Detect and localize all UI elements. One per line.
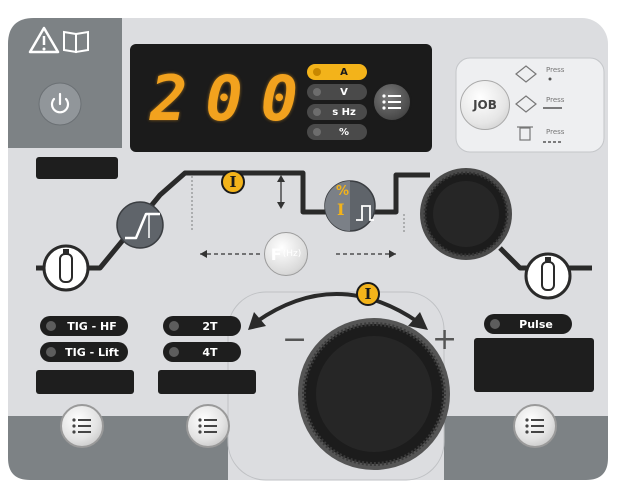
gas-cylinder-icon-right: [524, 252, 572, 300]
unit-indicator-percent: %: [307, 124, 367, 140]
upslope-button-hit[interactable]: [117, 202, 163, 248]
main-knob-hit[interactable]: [298, 318, 450, 470]
led-indicator: [169, 347, 179, 357]
led-indicator: [313, 128, 321, 136]
power-tab: [8, 18, 122, 148]
decrease-symbol: −: [282, 322, 308, 357]
manual-book-icon: [63, 30, 89, 54]
warning-icon: [28, 26, 60, 54]
secondary-knob-hit[interactable]: [420, 168, 512, 260]
gas-cylinder-icon-left: [42, 244, 90, 292]
mode-4t: 4T: [163, 342, 241, 362]
pulse-param-button-hit[interactable]: [325, 181, 375, 231]
unit-indicator-amps: A: [307, 64, 367, 80]
unit-indicator-seconds-hertz: s Hz: [307, 104, 367, 120]
frequency-button[interactable]: F(Hz): [264, 232, 308, 276]
press-arrow-icon-1: [515, 65, 537, 83]
trigger-display: [158, 370, 256, 394]
led-indicator: [46, 321, 56, 331]
pulse-menu-button[interactable]: [513, 404, 557, 448]
current-value-readout: 200: [150, 62, 316, 135]
press-label-2: Press: [546, 96, 565, 104]
current-indicator: I: [221, 170, 245, 194]
power-button-hit[interactable]: [39, 83, 81, 125]
ignition-display: [36, 370, 134, 394]
mode-tig-hf: TIG - HF: [40, 316, 128, 336]
increase-symbol: +: [432, 322, 458, 357]
display-menu-button[interactable]: [372, 82, 412, 122]
led-indicator: [313, 108, 321, 116]
frequency-unit: (Hz): [282, 249, 302, 259]
secondary-display: [36, 157, 118, 179]
pulse-display: [474, 338, 594, 392]
mode-pulse: Pulse: [484, 314, 572, 334]
led-indicator: [169, 321, 179, 331]
press-arrow-icon-2: [515, 95, 537, 113]
job-button[interactable]: JOB: [460, 80, 510, 130]
trigger-menu-button[interactable]: [186, 404, 230, 448]
press-label-1: Press: [546, 66, 565, 74]
menu-list-icon: [525, 418, 544, 434]
led-indicator: [313, 88, 321, 96]
mode-2t: 2T: [163, 316, 241, 336]
pulse-percent-label: %: [336, 184, 350, 199]
menu-list-icon: [198, 418, 217, 434]
led-indicator: [46, 347, 56, 357]
mode-tig-lift: TIG - Lift: [40, 342, 128, 362]
led-indicator: [313, 68, 321, 76]
menu-list-icon: [72, 418, 91, 434]
press-delete-icon: [517, 126, 533, 141]
ignition-menu-button[interactable]: [60, 404, 104, 448]
power-icon: [50, 92, 70, 114]
frequency-label: F: [270, 244, 282, 264]
led-indicator: [490, 319, 500, 329]
pulse-current-label: I: [337, 200, 345, 219]
menu-list-icon: [382, 94, 401, 110]
knob-current-indicator: I: [356, 282, 380, 306]
process-curve: [36, 170, 430, 271]
unit-indicator-volts: V: [307, 84, 367, 100]
press-label-3: Press: [546, 128, 565, 136]
knob-arc: [254, 292, 420, 324]
